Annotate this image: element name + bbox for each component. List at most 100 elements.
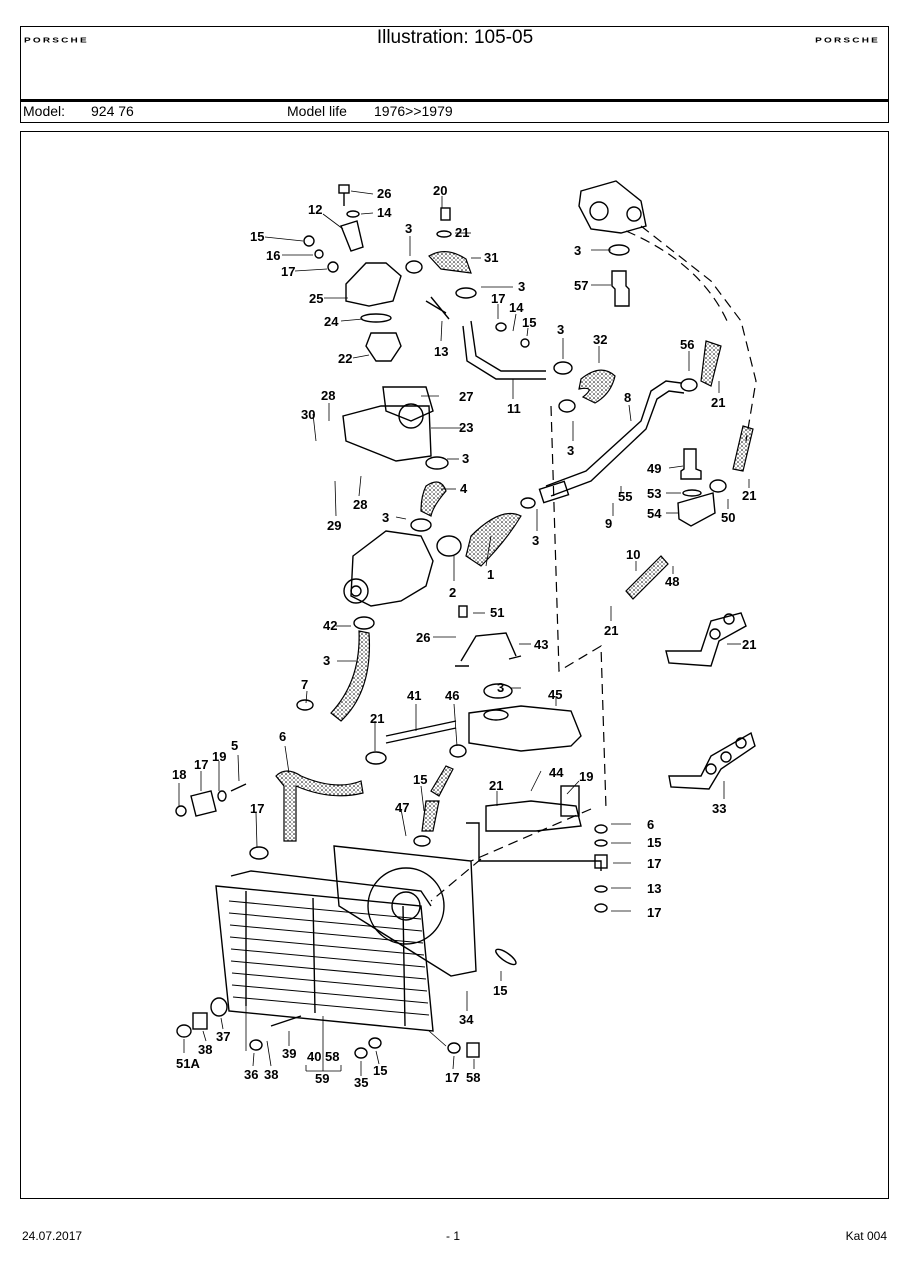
callout: 22 (338, 351, 352, 366)
callout: 12 (308, 202, 322, 217)
callout: 21 (489, 778, 503, 793)
callout: 40 (307, 1049, 321, 1064)
callout: 15 (522, 315, 536, 330)
callout: 2 (449, 585, 456, 600)
callout: 16 (266, 248, 280, 263)
callout-labels: 26 14 12 15 16 17 25 24 22 28 30 27 23 2… (172, 183, 756, 1090)
callout: 30 (301, 407, 315, 422)
illustration-frame: 26 14 12 15 16 17 25 24 22 28 30 27 23 2… (20, 131, 889, 1199)
model-info-row: Model: 924 76 Model life 1976>>1979 (20, 102, 889, 123)
callout: 20 (433, 183, 447, 198)
callout: 21 (742, 637, 756, 652)
callout: 51A (176, 1056, 200, 1071)
callout: 41 (407, 688, 421, 703)
callout: 37 (216, 1029, 230, 1044)
callout: 17 (250, 801, 264, 816)
callout: 17 (281, 264, 295, 279)
callout: 39 (282, 1046, 296, 1061)
callout: 10 (626, 547, 640, 562)
callout: 14 (509, 300, 524, 315)
callout: 38 (198, 1042, 212, 1057)
callout: 3 (574, 243, 581, 258)
callout: 45 (548, 687, 562, 702)
callout: 19 (579, 769, 593, 784)
callout: 6 (279, 729, 286, 744)
footer-date: 24.07.2017 (22, 1229, 83, 1243)
callout: 15 (250, 229, 264, 244)
callout: 17 (491, 291, 505, 306)
callout-leaders (178, 190, 750, 1076)
callout: 21 (604, 623, 618, 638)
callout: 3 (382, 510, 389, 525)
callout: 43 (534, 637, 548, 652)
callout: 42 (323, 618, 337, 633)
model-label: Model: (23, 103, 66, 119)
hose-drawings (275, 251, 754, 842)
callout: 19 (212, 749, 226, 764)
callout: 48 (665, 574, 679, 589)
callout: 18 (172, 767, 186, 782)
model-life-value: 1976>>1979 (374, 103, 453, 119)
callout: 15 (413, 772, 427, 787)
callout: 15 (493, 983, 507, 998)
porsche-logo-right: PORSCHE (815, 36, 880, 45)
callout: 36 (244, 1067, 258, 1082)
exploded-parts-diagram: 26 14 12 15 16 17 25 24 22 28 30 27 23 2… (172, 180, 757, 1090)
callout: 3 (405, 221, 412, 236)
callout: 3 (557, 322, 564, 337)
callout: 38 (264, 1067, 278, 1082)
callout: 31 (484, 250, 498, 265)
callout: 11 (507, 401, 521, 416)
callout: 3 (532, 533, 539, 548)
callout: 14 (377, 205, 392, 220)
page-title: Illustration: 105-05 (376, 27, 534, 48)
callout: 51 (490, 605, 504, 620)
callout: 21 (455, 225, 469, 240)
callout: 3 (518, 279, 525, 294)
callout: 3 (567, 443, 574, 458)
callout: 25 (309, 291, 323, 306)
callout: 58 (466, 1070, 480, 1085)
callout: 6 (647, 817, 654, 832)
callout: 21 (370, 711, 384, 726)
callout: 17 (647, 856, 661, 871)
callout: 53 (647, 486, 661, 501)
header-divider (20, 99, 889, 102)
callout: 15 (373, 1063, 387, 1078)
callout: 27 (459, 389, 473, 404)
callout: 3 (497, 680, 504, 695)
callout: 46 (445, 688, 459, 703)
callout: 1 (487, 567, 494, 582)
callout: 7 (301, 677, 308, 692)
callout: 9 (605, 516, 612, 531)
callout: 57 (574, 278, 588, 293)
callout: 29 (327, 518, 341, 533)
callout: 15 (647, 835, 661, 850)
callout: 56 (680, 337, 694, 352)
callout: 55 (618, 489, 632, 504)
footer-catalog: Kat 004 (845, 1229, 887, 1243)
part-drawings (175, 180, 756, 1059)
callout: 3 (323, 653, 330, 668)
callout: 28 (321, 388, 335, 403)
callout: 47 (395, 800, 409, 815)
callout: 28 (353, 497, 367, 512)
footer-page-number: - 1 (446, 1229, 461, 1243)
callout: 24 (324, 314, 339, 329)
callout: 8 (624, 390, 631, 405)
callout: 50 (721, 510, 735, 525)
callout: 17 (194, 757, 208, 772)
callout: 34 (459, 1012, 474, 1027)
callout: 21 (742, 488, 756, 503)
callout: 59 (315, 1071, 329, 1086)
model-life-label: Model life (287, 103, 347, 119)
callout: 17 (647, 905, 661, 920)
callout: 26 (377, 186, 391, 201)
dashed-leaders (430, 225, 757, 902)
callout: 49 (647, 461, 661, 476)
callout: 33 (712, 801, 726, 816)
porsche-logo-left: PORSCHE (24, 36, 89, 45)
model-value: 924 76 (91, 103, 134, 119)
callout: 13 (647, 881, 661, 896)
callout: 32 (593, 332, 607, 347)
